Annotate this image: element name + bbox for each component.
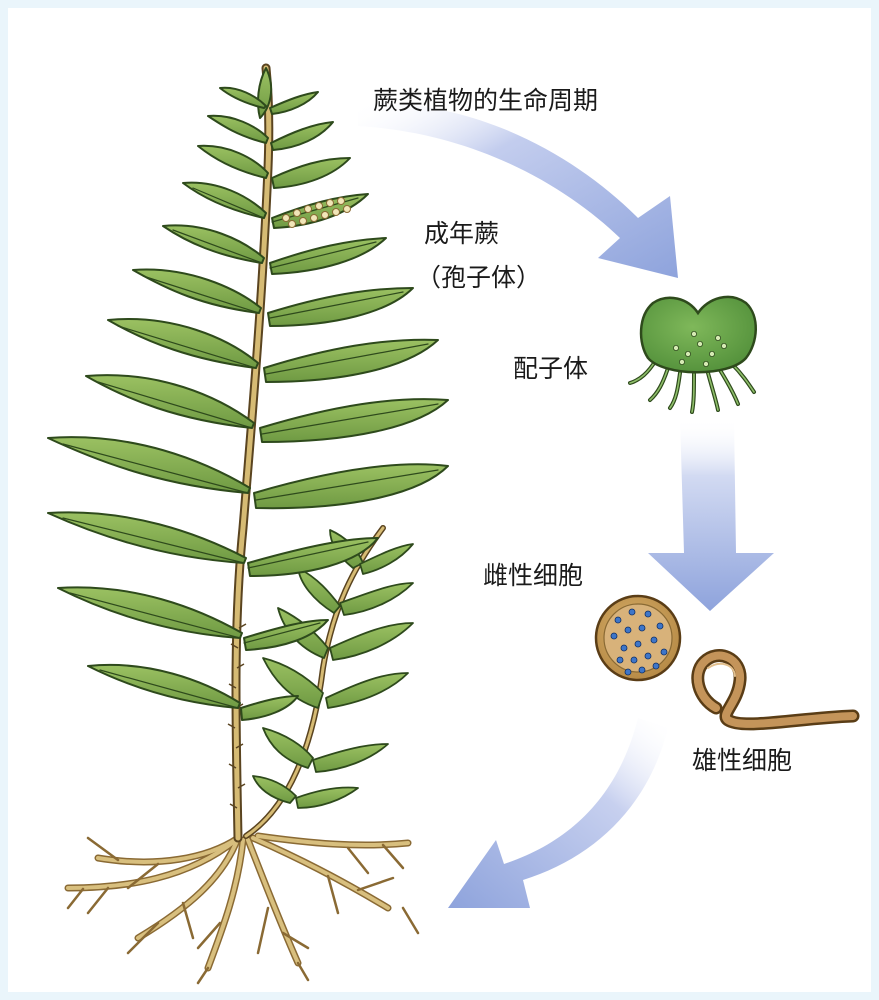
arrow-gametophyte-to-cells: [648, 418, 774, 611]
sporophyte-label: 成年蕨: [424, 219, 500, 248]
gametophyte-illustration: [628, 295, 757, 414]
fern-young-frond: [243, 525, 414, 839]
sperm-cell-illustration: [691, 649, 860, 731]
diagram-artwork: [47, 63, 860, 985]
gametophyte-label: 配子体: [513, 354, 589, 383]
fern-pinnae: [47, 67, 449, 721]
arrow-cells-to-sporophyte: [448, 718, 668, 908]
female-cell-label: 雌性细胞: [483, 561, 584, 590]
male-cell-label: 雄性细胞: [692, 746, 793, 775]
sporophyte-note: （孢子体）: [416, 263, 542, 292]
fern-pinnae-veins: [62, 187, 439, 709]
diagram-title: 蕨类植物的生命周期: [373, 86, 599, 115]
fern-main-stem: [227, 63, 274, 843]
fern-roots: [64, 832, 420, 985]
egg-cell-illustration: [594, 594, 682, 682]
diagram-canvas: 蕨类植物的生命周期 成年蕨 （孢子体） 配子体 雌性细胞 雄性细胞: [8, 8, 871, 992]
fern-sori: [282, 197, 351, 228]
arrow-sporophyte-to-gametophyte: [358, 102, 678, 278]
